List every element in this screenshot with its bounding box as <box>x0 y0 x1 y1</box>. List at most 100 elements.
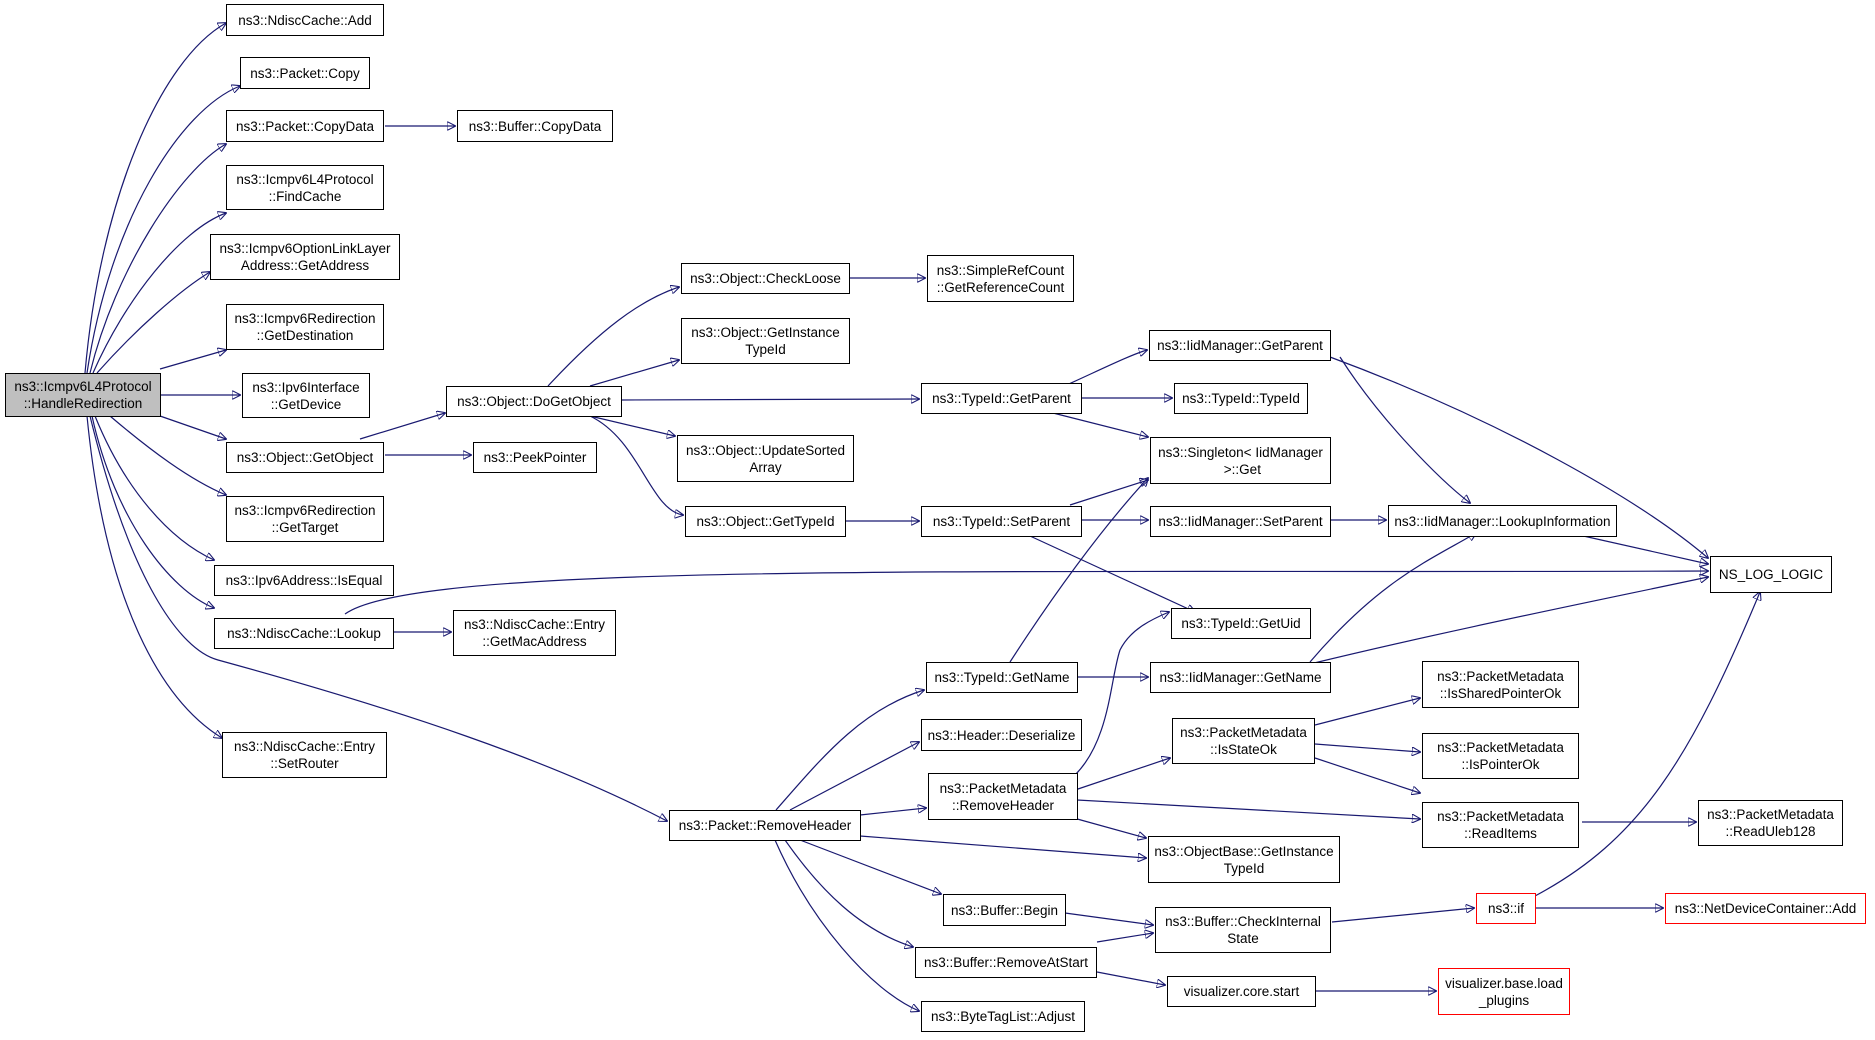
node-iid-getparent[interactable]: ns3::IidManager::GetParent <box>1149 330 1331 361</box>
edge-pm-isstateok-to-issharedpointerok <box>1314 698 1420 726</box>
node-updatesortedarray[interactable]: ns3::Object::UpdateSorted Array <box>677 435 854 482</box>
edge-packet-removeheader-to-objectbase <box>859 835 1146 858</box>
node-pm-ispointerok[interactable]: ns3::PacketMetadata ::IsPointerOk <box>1422 733 1579 779</box>
node-checkloose[interactable]: ns3::Object::CheckLoose <box>681 263 850 294</box>
edge-root-to-getdestination <box>159 350 226 370</box>
edge-dogetobject-to-typeid-getparent <box>621 399 919 400</box>
node-iid-lookupinformation[interactable]: ns3::IidManager::LookupInformation <box>1388 505 1617 537</box>
node-root-handle-redirection[interactable]: ns3::Icmpv6L4Protocol ::HandleRedirectio… <box>5 373 161 417</box>
node-packet-copy[interactable]: ns3::Packet::Copy <box>240 57 370 89</box>
edge-lookupinfo-to-ns-log-logic <box>1569 532 1708 564</box>
edge-lookup-to-ns-log-logic <box>344 571 1708 615</box>
edge-root-to-getobject <box>159 415 226 439</box>
node-ndisc-lookup[interactable]: ns3::NdiscCache::Lookup <box>214 618 394 649</box>
node-typeid-typeid[interactable]: ns3::TypeId::TypeId <box>1174 383 1308 414</box>
edge-root-to-optionlinklayer <box>96 272 210 374</box>
edge-ns3-if-to-ns-log-logic <box>1534 592 1760 897</box>
node-setrouter[interactable]: ns3::NdiscCache::Entry ::SetRouter <box>222 732 387 778</box>
edge-root-to-findcache <box>92 213 226 374</box>
node-typeid-getparent[interactable]: ns3::TypeId::GetParent <box>921 383 1082 414</box>
node-dogetobject[interactable]: ns3::Object::DoGetObject <box>446 386 622 417</box>
edge-typeid-getparent-to-iid-getparent <box>1059 350 1147 389</box>
node-pm-isstateok[interactable]: ns3::PacketMetadata ::IsStateOk <box>1172 718 1315 764</box>
edge-dogetobject-to-checkloose <box>547 287 679 387</box>
edge-pm-removeheader-to-objectbase <box>1069 816 1146 838</box>
edge-packet-removeheader-to-buffer-begin <box>799 839 941 894</box>
node-isequal[interactable]: ns3::Ipv6Address::IsEqual <box>214 565 394 596</box>
edge-pm-removeheader-to-getuid <box>1074 612 1169 776</box>
node-ndisc-add[interactable]: ns3::NdiscCache::Add <box>226 4 384 36</box>
edge-dogetobject-to-updatesorted <box>589 415 675 436</box>
edge-pm-removeheader-to-pm-isstateok <box>1074 758 1170 791</box>
node-iid-getname[interactable]: ns3::IidManager::GetName <box>1150 662 1331 693</box>
node-getdestination[interactable]: ns3::Icmpv6Redirection ::GetDestination <box>226 304 384 350</box>
edge-checkinternal-to-ns3-if <box>1331 908 1474 923</box>
edge-packet-removeheader-to-header-deserialize <box>789 742 919 811</box>
node-gettarget[interactable]: ns3::Icmpv6Redirection ::GetTarget <box>226 496 384 542</box>
node-bytetaglist-adjust[interactable]: ns3::ByteTagList::Adjust <box>921 1001 1085 1032</box>
node-singleton-get[interactable]: ns3::Singleton< IidManager >::Get <box>1150 437 1331 484</box>
edge-packet-removeheader-to-buffer-removeatstart <box>784 839 913 947</box>
edge-packet-removeheader-to-bytetaglist <box>774 839 919 1011</box>
node-pm-removeheader[interactable]: ns3::PacketMetadata ::RemoveHeader <box>928 773 1078 820</box>
node-typeid-setparent[interactable]: ns3::TypeId::SetParent <box>921 506 1082 537</box>
edge-buffer-removeatstart-to-visualizer-core <box>1096 971 1165 985</box>
node-object-getinstancetypeid[interactable]: ns3::Object::GetInstance TypeId <box>681 318 850 364</box>
node-header-deserialize[interactable]: ns3::Header::Deserialize <box>921 719 1082 751</box>
edge-getobject-to-dogetobject <box>359 413 445 440</box>
edge-iid-getname-to-lookupinfo <box>1309 533 1476 663</box>
node-objectbase-getinstancetypeid[interactable]: ns3::ObjectBase::GetInstance TypeId <box>1148 836 1340 883</box>
node-peekpointer[interactable]: ns3::PeekPointer <box>473 442 597 473</box>
edge-typeid-setparent-to-getuid <box>1029 535 1195 612</box>
node-ns3-if[interactable]: ns3::if <box>1476 893 1536 924</box>
node-getreferencecount[interactable]: ns3::SimpleRefCount ::GetReferenceCount <box>927 255 1074 302</box>
edge-dogetobject-to-getinstancetypeid <box>589 360 679 387</box>
node-packet-removeheader[interactable]: ns3::Packet::RemoveHeader <box>669 810 861 841</box>
edge-pm-removeheader-to-pm-readitems <box>1076 799 1420 819</box>
edge-root-to-ndisc-add <box>84 23 226 374</box>
node-typeid-getname[interactable]: ns3::TypeId::GetName <box>926 662 1078 693</box>
edge-packet-removeheader-to-pm-removeheader <box>859 808 926 816</box>
node-iid-setparent[interactable]: ns3::IidManager::SetParent <box>1150 506 1331 537</box>
node-getobject[interactable]: ns3::Object::GetObject <box>226 442 384 473</box>
edge-pm-isstateok-to-ispointerok <box>1314 743 1420 752</box>
node-getmacaddress[interactable]: ns3::NdiscCache::Entry ::GetMacAddress <box>453 610 616 656</box>
edge-iid-getname-to-ns-log-logic <box>1309 577 1708 665</box>
edge-root-to-gettarget <box>109 415 226 495</box>
edge-typeid-getparent-to-singleton <box>1052 412 1148 437</box>
node-pm-issharedpointerok[interactable]: ns3::PacketMetadata ::IsSharedPointerOk <box>1422 661 1579 708</box>
node-optionlinklayer-getaddress[interactable]: ns3::Icmpv6OptionLinkLayer Address::GetA… <box>210 234 400 280</box>
edge-typeid-getname-to-singleton <box>1009 478 1148 663</box>
node-buffer-removeatstart[interactable]: ns3::Buffer::RemoveAtStart <box>915 947 1097 978</box>
edge-buffer-begin-to-checkinternal <box>1064 912 1153 925</box>
edge-root-to-packet-copydata <box>89 144 226 374</box>
edge-root-to-setrouter <box>86 415 222 738</box>
edge-pm-isstateok-to-readitems <box>1314 757 1420 793</box>
edge-iid-getparent-to-ns-log-logic <box>1329 356 1708 558</box>
edge-dogetobject-to-gettypeid <box>589 415 683 515</box>
node-getdevice[interactable]: ns3::Ipv6Interface ::GetDevice <box>242 373 370 418</box>
edge-iid-getparent-to-lookupinfo <box>1339 356 1470 503</box>
edge-packet-removeheader-to-typeid-getname <box>775 690 924 811</box>
node-ns-log-logic[interactable]: NS_LOG_LOGIC <box>1710 556 1832 593</box>
node-pm-readitems[interactable]: ns3::PacketMetadata ::ReadItems <box>1422 802 1579 848</box>
edge-typeid-setparent-to-singleton <box>1069 480 1148 506</box>
edge-root-to-lookup <box>91 415 214 608</box>
node-findcache[interactable]: ns3::Icmpv6L4Protocol ::FindCache <box>226 165 384 210</box>
node-packet-copydata[interactable]: ns3::Packet::CopyData <box>226 110 384 142</box>
node-buffer-checkinternalstate[interactable]: ns3::Buffer::CheckInternal State <box>1155 907 1331 953</box>
node-buffer-copydata[interactable]: ns3::Buffer::CopyData <box>457 110 613 142</box>
node-pm-readuleb128[interactable]: ns3::PacketMetadata ::ReadUleb128 <box>1698 800 1843 846</box>
node-netdevicecontainer-add[interactable]: ns3::NetDeviceContainer::Add <box>1665 893 1866 924</box>
edge-root-to-packet-removeheader <box>89 415 667 821</box>
edge-root-to-packet-copy <box>86 86 240 374</box>
edge-root-to-isequal <box>94 415 214 560</box>
edge-buffer-removeatstart-to-checkinternal <box>1096 933 1153 943</box>
node-typeid-getuid[interactable]: ns3::TypeId::GetUid <box>1171 608 1311 639</box>
node-buffer-begin[interactable]: ns3::Buffer::Begin <box>943 894 1066 926</box>
node-visualizer-load-plugins[interactable]: visualizer.base.load _plugins <box>1438 968 1570 1015</box>
node-visualizer-core-start[interactable]: visualizer.core.start <box>1167 976 1316 1007</box>
node-object-gettypeid[interactable]: ns3::Object::GetTypeId <box>685 506 846 537</box>
